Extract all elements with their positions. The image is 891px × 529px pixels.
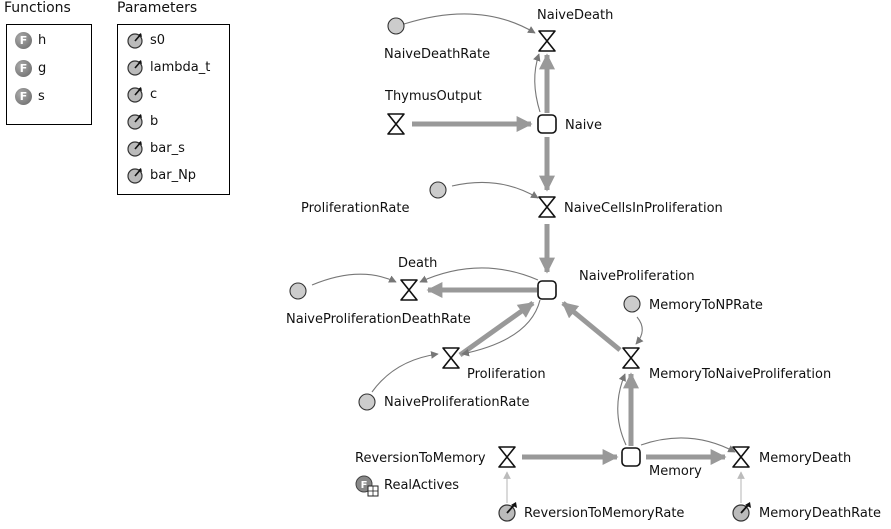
flow-memory-death[interactable] bbox=[732, 446, 750, 468]
link-memorytonprate-mtnp bbox=[635, 316, 644, 345]
rate-naive-proliferation-rate[interactable] bbox=[358, 393, 376, 411]
rate-memory-to-np-rate[interactable] bbox=[623, 295, 641, 313]
parameter-item-b[interactable]: b bbox=[126, 110, 158, 132]
function-item-h[interactable]: F h bbox=[15, 29, 46, 51]
svg-text:F: F bbox=[361, 480, 368, 491]
parameter-icon bbox=[127, 168, 143, 184]
param-memory-death-rate[interactable] bbox=[732, 502, 751, 522]
link-npdeathrate-death bbox=[311, 273, 397, 286]
parameter-label: bar_Np bbox=[150, 167, 197, 183]
flow-death[interactable] bbox=[400, 279, 418, 301]
function-real-actives[interactable]: F bbox=[355, 475, 379, 497]
connectors bbox=[311, 13, 736, 453]
flow-reversion-to-memory[interactable] bbox=[498, 446, 516, 468]
parameter-item-bar-np[interactable]: bar_Np bbox=[126, 164, 196, 186]
label-thymus-output: ThymusOutput bbox=[384, 89, 482, 104]
label-reversion-to-memory: ReversionToMemory bbox=[355, 451, 486, 466]
pipe-mtnp-to-np bbox=[561, 301, 622, 352]
stock-memory[interactable] bbox=[621, 447, 641, 467]
label-naive-proliferation-death-rate: NaiveProliferationDeathRate bbox=[286, 312, 471, 327]
function-label: g bbox=[38, 60, 47, 76]
parameter-icon bbox=[127, 87, 143, 103]
flow-naive-cells-in-proliferation[interactable] bbox=[538, 196, 556, 218]
link-np-proliferation bbox=[461, 299, 541, 357]
stock-naive[interactable] bbox=[537, 114, 557, 134]
function-icon: F bbox=[15, 87, 32, 105]
parameter-item-s0[interactable]: s0 bbox=[126, 29, 165, 51]
function-item-g[interactable]: F g bbox=[15, 57, 46, 79]
label-naive-proliferation-rate: NaiveProliferationRate bbox=[384, 395, 529, 410]
label-naive-death-rate: NaiveDeathRate bbox=[384, 47, 490, 62]
flow-naive-death[interactable] bbox=[538, 30, 556, 52]
parameter-icon bbox=[127, 114, 143, 130]
parameters-panel: s0 lambda_t c b bar_s bar_Np bbox=[117, 24, 230, 195]
link-naive-naivedeath bbox=[533, 53, 541, 113]
label-naive: Naive bbox=[565, 118, 602, 133]
label-naive-death: NaiveDeath bbox=[537, 8, 613, 23]
parameter-item-c[interactable]: c bbox=[126, 83, 157, 105]
rate-proliferation-rate[interactable] bbox=[429, 181, 447, 199]
label-memory-to-naive-proliferation: MemoryToNaiveProliferation bbox=[649, 367, 831, 382]
parameter-label: b bbox=[150, 113, 159, 129]
function-icon: F bbox=[15, 31, 32, 49]
parameter-icon bbox=[127, 33, 143, 49]
parameter-icon bbox=[127, 141, 143, 157]
stock-naive-proliferation[interactable] bbox=[537, 280, 557, 300]
label-naive-proliferation: NaiveProliferation bbox=[579, 269, 695, 284]
label-memory-to-np-rate: MemoryToNPRate bbox=[649, 298, 763, 313]
pipe-proliferation-to-np bbox=[458, 300, 535, 358]
parameter-label: lambda_t bbox=[150, 59, 211, 75]
rate-naive-proliferation-death-rate[interactable] bbox=[289, 282, 307, 300]
parameter-item-bar-s[interactable]: bar_s bbox=[126, 137, 185, 159]
param-reversion-to-memory-rate[interactable] bbox=[498, 502, 517, 522]
flow-thymus-output[interactable] bbox=[387, 113, 405, 135]
label-memory-death: MemoryDeath bbox=[759, 451, 851, 466]
parameter-label: bar_s bbox=[150, 140, 185, 156]
label-reversion-to-memory-rate: ReversionToMemoryRate bbox=[524, 506, 684, 521]
flow-pipes bbox=[412, 53, 727, 466]
light-connectors bbox=[503, 471, 745, 503]
link-nprate-proliferation bbox=[371, 351, 439, 393]
link-memory-mtnp bbox=[617, 373, 627, 446]
label-proliferation: Proliferation bbox=[467, 367, 546, 382]
functions-panel-title: Functions bbox=[4, 0, 71, 16]
label-death: Death bbox=[398, 256, 437, 271]
parameter-item-lambda-t[interactable]: lambda_t bbox=[126, 56, 210, 78]
parameter-label: s0 bbox=[150, 32, 166, 48]
parameters-panel-title: Parameters bbox=[117, 0, 198, 16]
label-real-actives: RealActives bbox=[384, 478, 459, 493]
label-memory: Memory bbox=[649, 464, 702, 479]
function-label: s bbox=[38, 88, 45, 104]
functions-panel: F h F g F s bbox=[6, 24, 92, 125]
function-label: h bbox=[38, 32, 47, 48]
function-icon: F bbox=[15, 59, 32, 77]
flow-memory-to-naive-proliferation[interactable] bbox=[622, 347, 640, 369]
label-naive-cells-in-proliferation: NaiveCellsInProliferation bbox=[564, 201, 723, 216]
label-memory-death-rate: MemoryDeathRate bbox=[759, 506, 881, 521]
parameter-label: c bbox=[150, 86, 158, 102]
rate-naive-death-rate[interactable] bbox=[387, 17, 405, 35]
label-proliferation-rate: ProliferationRate bbox=[301, 201, 409, 216]
link-memory-memorydeath bbox=[640, 437, 736, 453]
parameter-icon bbox=[127, 60, 143, 76]
link-np-death bbox=[419, 267, 539, 283]
link-naivedeathrate-naivedeath bbox=[403, 13, 536, 34]
link-proliferationrate-ncip bbox=[451, 181, 539, 199]
function-item-s[interactable]: F s bbox=[15, 85, 45, 107]
flow-proliferation[interactable] bbox=[442, 347, 460, 369]
